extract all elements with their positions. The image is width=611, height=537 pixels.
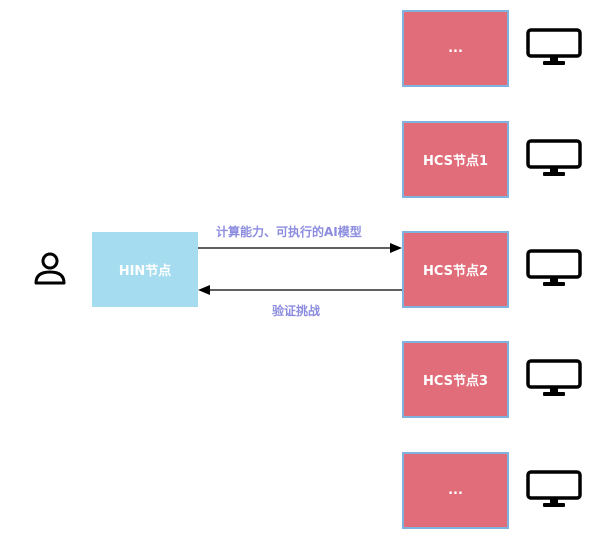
monitor-icon [526,249,582,286]
monitor-icon [526,139,582,176]
forward-arrowhead [390,243,402,253]
monitor-icon [526,470,582,507]
hcs-node-label: ... [448,41,463,56]
hcs-node-bottom-ellipsis[interactable]: ... [402,452,509,529]
hcs-node-label: HCS节点3 [422,374,489,389]
hcs-node-label: HCS节点1 [422,154,489,169]
monitor-icon [526,28,582,65]
hcs-node-2[interactable]: HCS节点2 [402,231,509,308]
backward-edge-label: 验证挑战 [272,304,321,318]
hcs-node-top-ellipsis[interactable]: ... [402,10,509,87]
monitor-icon [526,359,582,396]
backward-arrowhead [198,285,210,295]
hin-node[interactable]: HIN节点 [92,232,198,307]
forward-edge-label: 计算能力、可执行的AI模型 [216,225,362,239]
hcs-node-label: ... [448,483,463,498]
hcs-node-label: HCS节点2 [422,264,489,279]
user-icon [34,252,66,285]
hcs-node-3[interactable]: HCS节点3 [402,341,509,418]
hcs-node-1[interactable]: HCS节点1 [402,121,509,198]
hin-node-label: HIN节点 [118,264,172,279]
